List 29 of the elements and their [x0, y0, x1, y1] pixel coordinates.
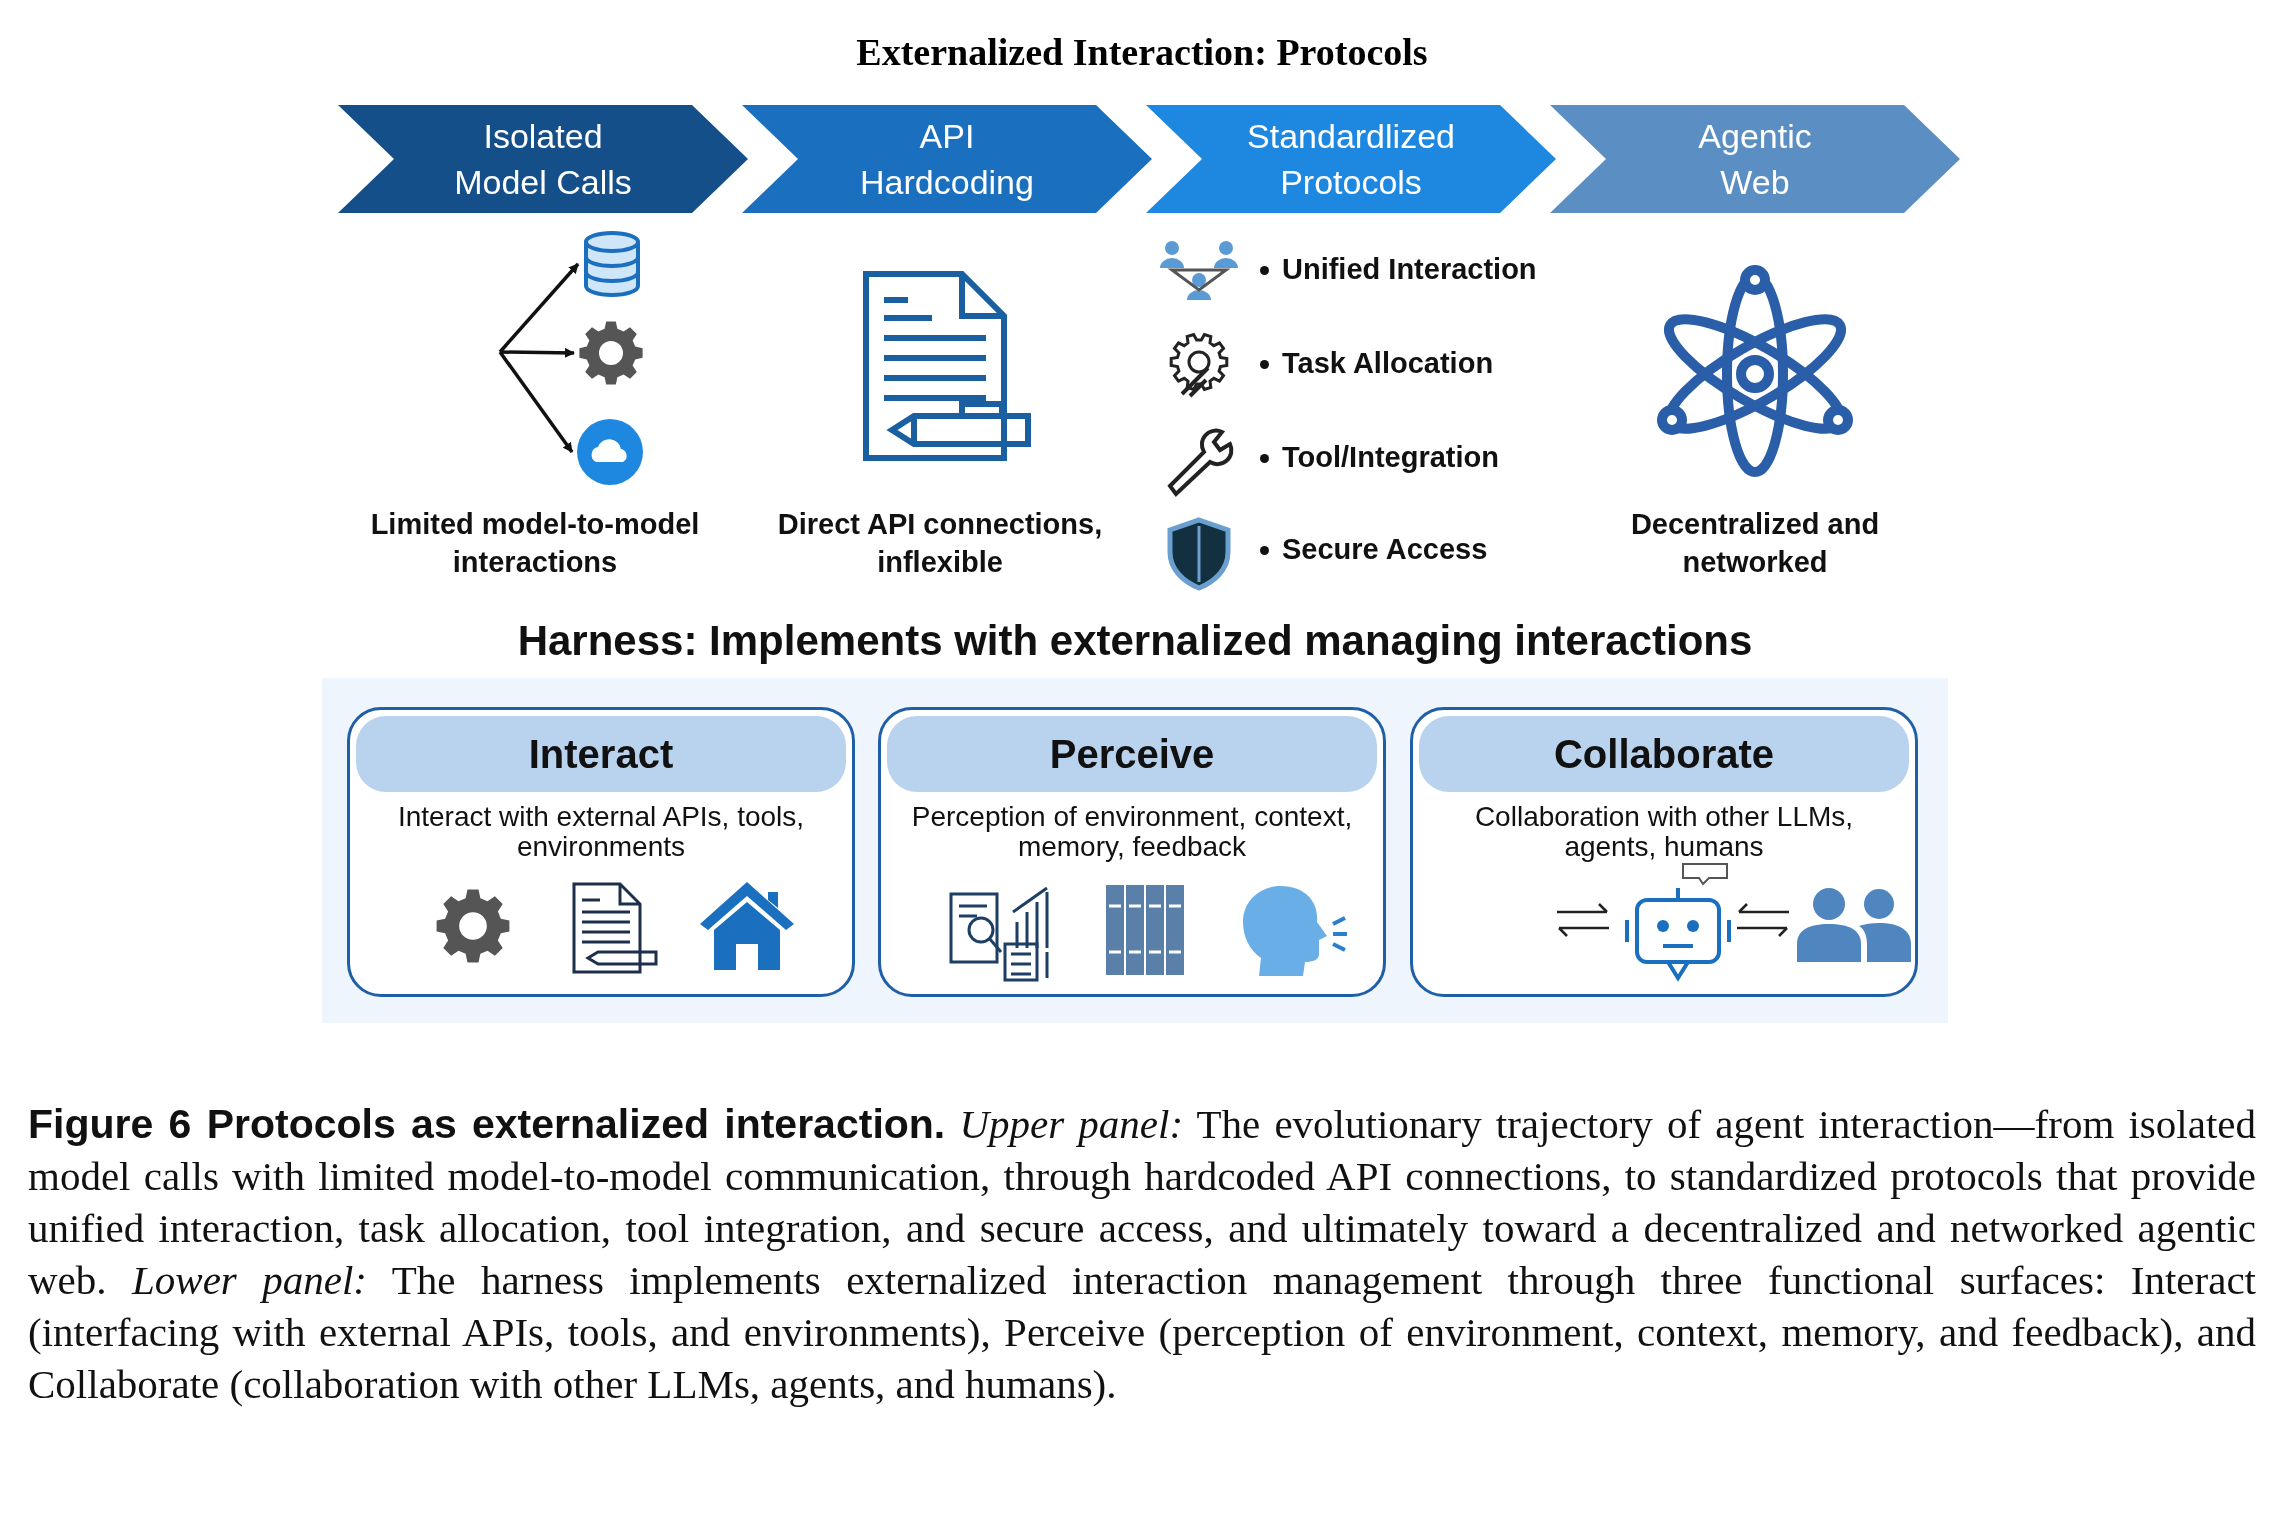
arrow — [498, 262, 580, 354]
card-description: Interact with external APIs, tools, environments — [396, 802, 806, 862]
figure-caption: Figure 6 Protocols as externalized interaction. Upper panel: The evolutionary trajectory of agent interaction—from isolated model calls with limited model-to-model communication, through hardcoded API connections, to standardized protocols that provide unified interaction, task allocation, tool integration, and secure access, and ultimately toward a decentralized and networked agentic web. Lower panel: The harness implements externalized interaction management through three functional surfaces: Interact (interfacing with external APIs, tools, and environments), Perceive (perception of environment, context, memory, and feedback), and Collaborate (collaboration with other LLMs, agents, and humans). — [28, 1100, 2256, 1409]
stage-label: Agentic Web — [1697, 116, 1813, 203]
list-item-text: Secure Access — [1282, 532, 1489, 567]
list-item-text: Tool/Integration — [1282, 440, 1500, 475]
function-card — [878, 707, 1386, 997]
stage-label: Isolated Model Calls — [453, 116, 633, 203]
cloud-icon — [576, 418, 644, 486]
card-header: Perceive — [887, 716, 1377, 792]
card-header: Interact — [356, 716, 846, 792]
arrow — [499, 347, 575, 358]
stage-description: Decentralized and networked — [1629, 507, 1881, 580]
function-card — [347, 707, 855, 997]
card-description: Collaboration with other LLMs, agents, humans — [1473, 802, 1855, 862]
gear-icon — [578, 320, 644, 386]
panel-heading: Harness: Implements with externalized managing interactions — [516, 616, 1754, 666]
stage-description: Direct API connections, inflexible — [776, 507, 1104, 580]
function-card — [1410, 707, 1918, 997]
card-header: Collaborate — [1419, 716, 1909, 792]
stage-description: Limited model-to-model interactions — [369, 507, 701, 580]
stage-label: API Hardcoding — [859, 116, 1035, 203]
card-description: Perception of environment, context, memory, feedback — [910, 802, 1354, 862]
stage-label: Standardlized Protocols — [1246, 116, 1456, 203]
arrow — [498, 350, 574, 454]
list-item-text: Task Allocation — [1282, 346, 1495, 381]
database-icon — [582, 230, 642, 298]
list-item-text: Unified Interaction — [1282, 252, 1538, 287]
diagram-title: Externalized Interaction: Protocols — [855, 30, 1429, 74]
